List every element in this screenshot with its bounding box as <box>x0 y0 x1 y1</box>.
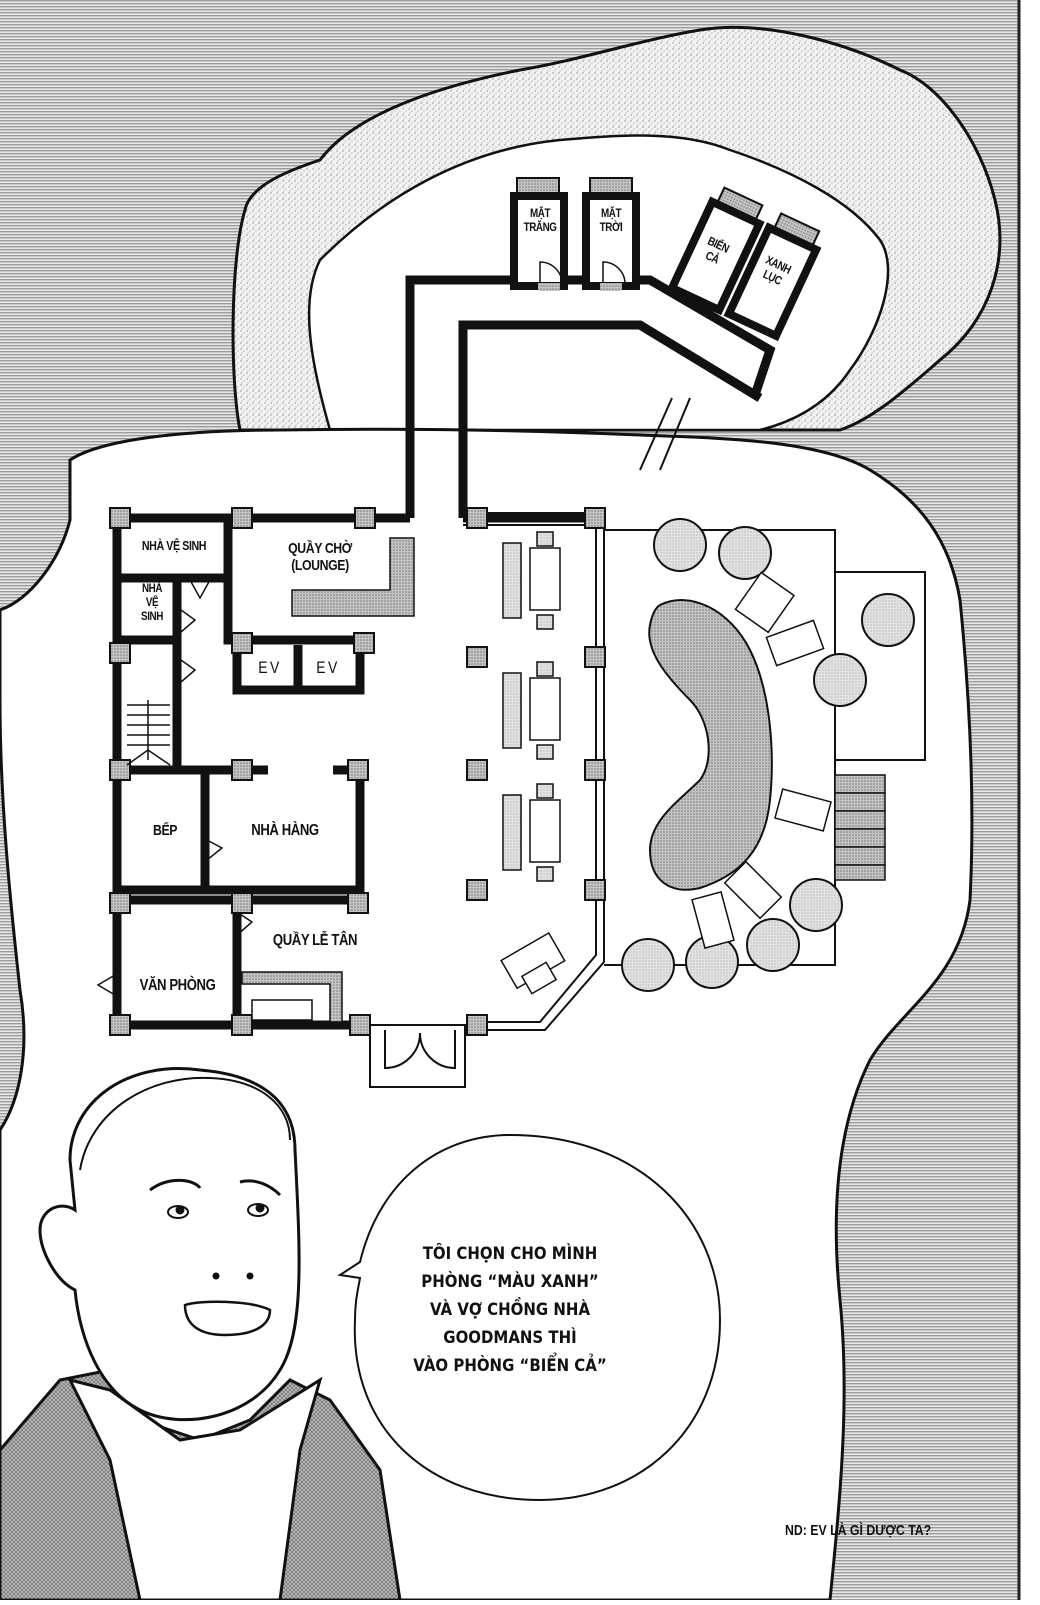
room-label-restroom: NHÀ VỆ SINH <box>141 538 207 553</box>
room-label-kitchen: BẾP <box>152 822 178 839</box>
reception-counter <box>241 971 343 1023</box>
main-entrance <box>369 1024 466 1088</box>
deck-stairs <box>834 774 886 881</box>
room-label-mat-troi: MẶT TRỜI <box>599 206 623 234</box>
character-man <box>0 1067 402 1602</box>
lounge-counter <box>291 537 415 617</box>
sun-loungers <box>691 571 832 949</box>
lobby-seating <box>500 531 566 995</box>
speech-bubble-text: TÔI CHỌN CHO MÌNH PHÒNG “MÀU XANH” VÀ VỢ… <box>413 1244 607 1376</box>
speech-bubble-shape <box>337 1133 722 1502</box>
annex-room-bien-ca <box>666 186 765 316</box>
room-label-reception: QUẦY LỄ TÂN <box>272 932 358 949</box>
room-label-elevator-1: EV <box>258 658 282 677</box>
annex-room-xanh-luc <box>723 212 822 342</box>
room-label-restroom-2: NHÀ VỆ SINH <box>141 581 163 623</box>
room-label-mat-trang: MẶT TRĂNG <box>523 206 557 234</box>
room-label-restaurant: NHÀ HÀNG <box>251 822 319 839</box>
interior-stairs <box>126 700 171 766</box>
columns <box>109 507 606 1036</box>
annex-corridor <box>405 275 776 518</box>
umbrellas <box>621 518 915 992</box>
room-label-elevator-2: EV <box>316 658 340 677</box>
room-label-lounge: QUẦY CHỜ (LOUNGE) <box>288 540 352 575</box>
room-label-office: VĂN PHÒNG <box>139 977 216 994</box>
pool <box>648 599 773 891</box>
translator-note: ND: EV LÀ GÌ DƯỢC TA? <box>785 1522 932 1539</box>
